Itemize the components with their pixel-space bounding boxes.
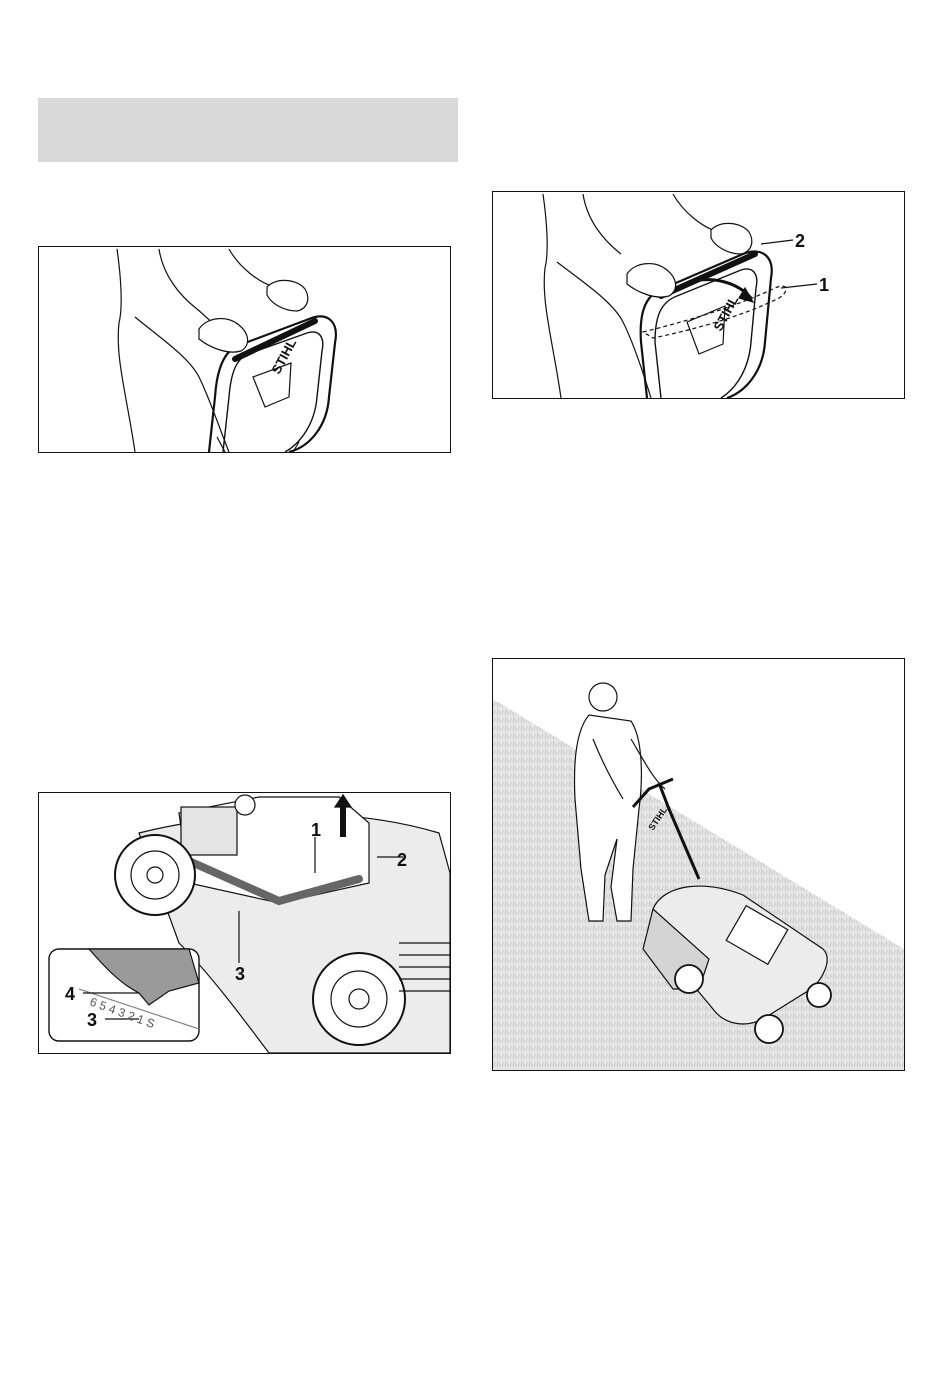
- callout-3-inset: 3: [87, 1011, 97, 1029]
- handle-grip-illustration: STIHL: [39, 247, 450, 452]
- handle-fold-illustration: STIHL: [493, 192, 904, 398]
- figure-mowing-slope: STIHL: [492, 658, 905, 1071]
- callout-1: 1: [819, 276, 829, 294]
- mowing-slope-illustration: STIHL: [493, 659, 904, 1070]
- figure-cutting-height: 6 5 4 3 2 1 S 1 2 3 4 3: [38, 792, 451, 1054]
- fold-handle-brand-mark: STIHL: [710, 293, 741, 333]
- section-header-banner: [38, 98, 458, 162]
- cutting-height-illustration: 6 5 4 3 2 1 S: [39, 793, 450, 1053]
- callout-2: 2: [795, 232, 805, 250]
- callout-2: 2: [397, 851, 407, 869]
- slope-grass: [493, 699, 904, 1070]
- callout-4: 4: [65, 985, 75, 1003]
- figure-handle-fold: STIHL 2 1: [492, 191, 905, 399]
- figure-handle-grip: STIHL: [38, 246, 451, 453]
- callout-1: 1: [311, 821, 321, 839]
- callout-3: 3: [235, 965, 245, 983]
